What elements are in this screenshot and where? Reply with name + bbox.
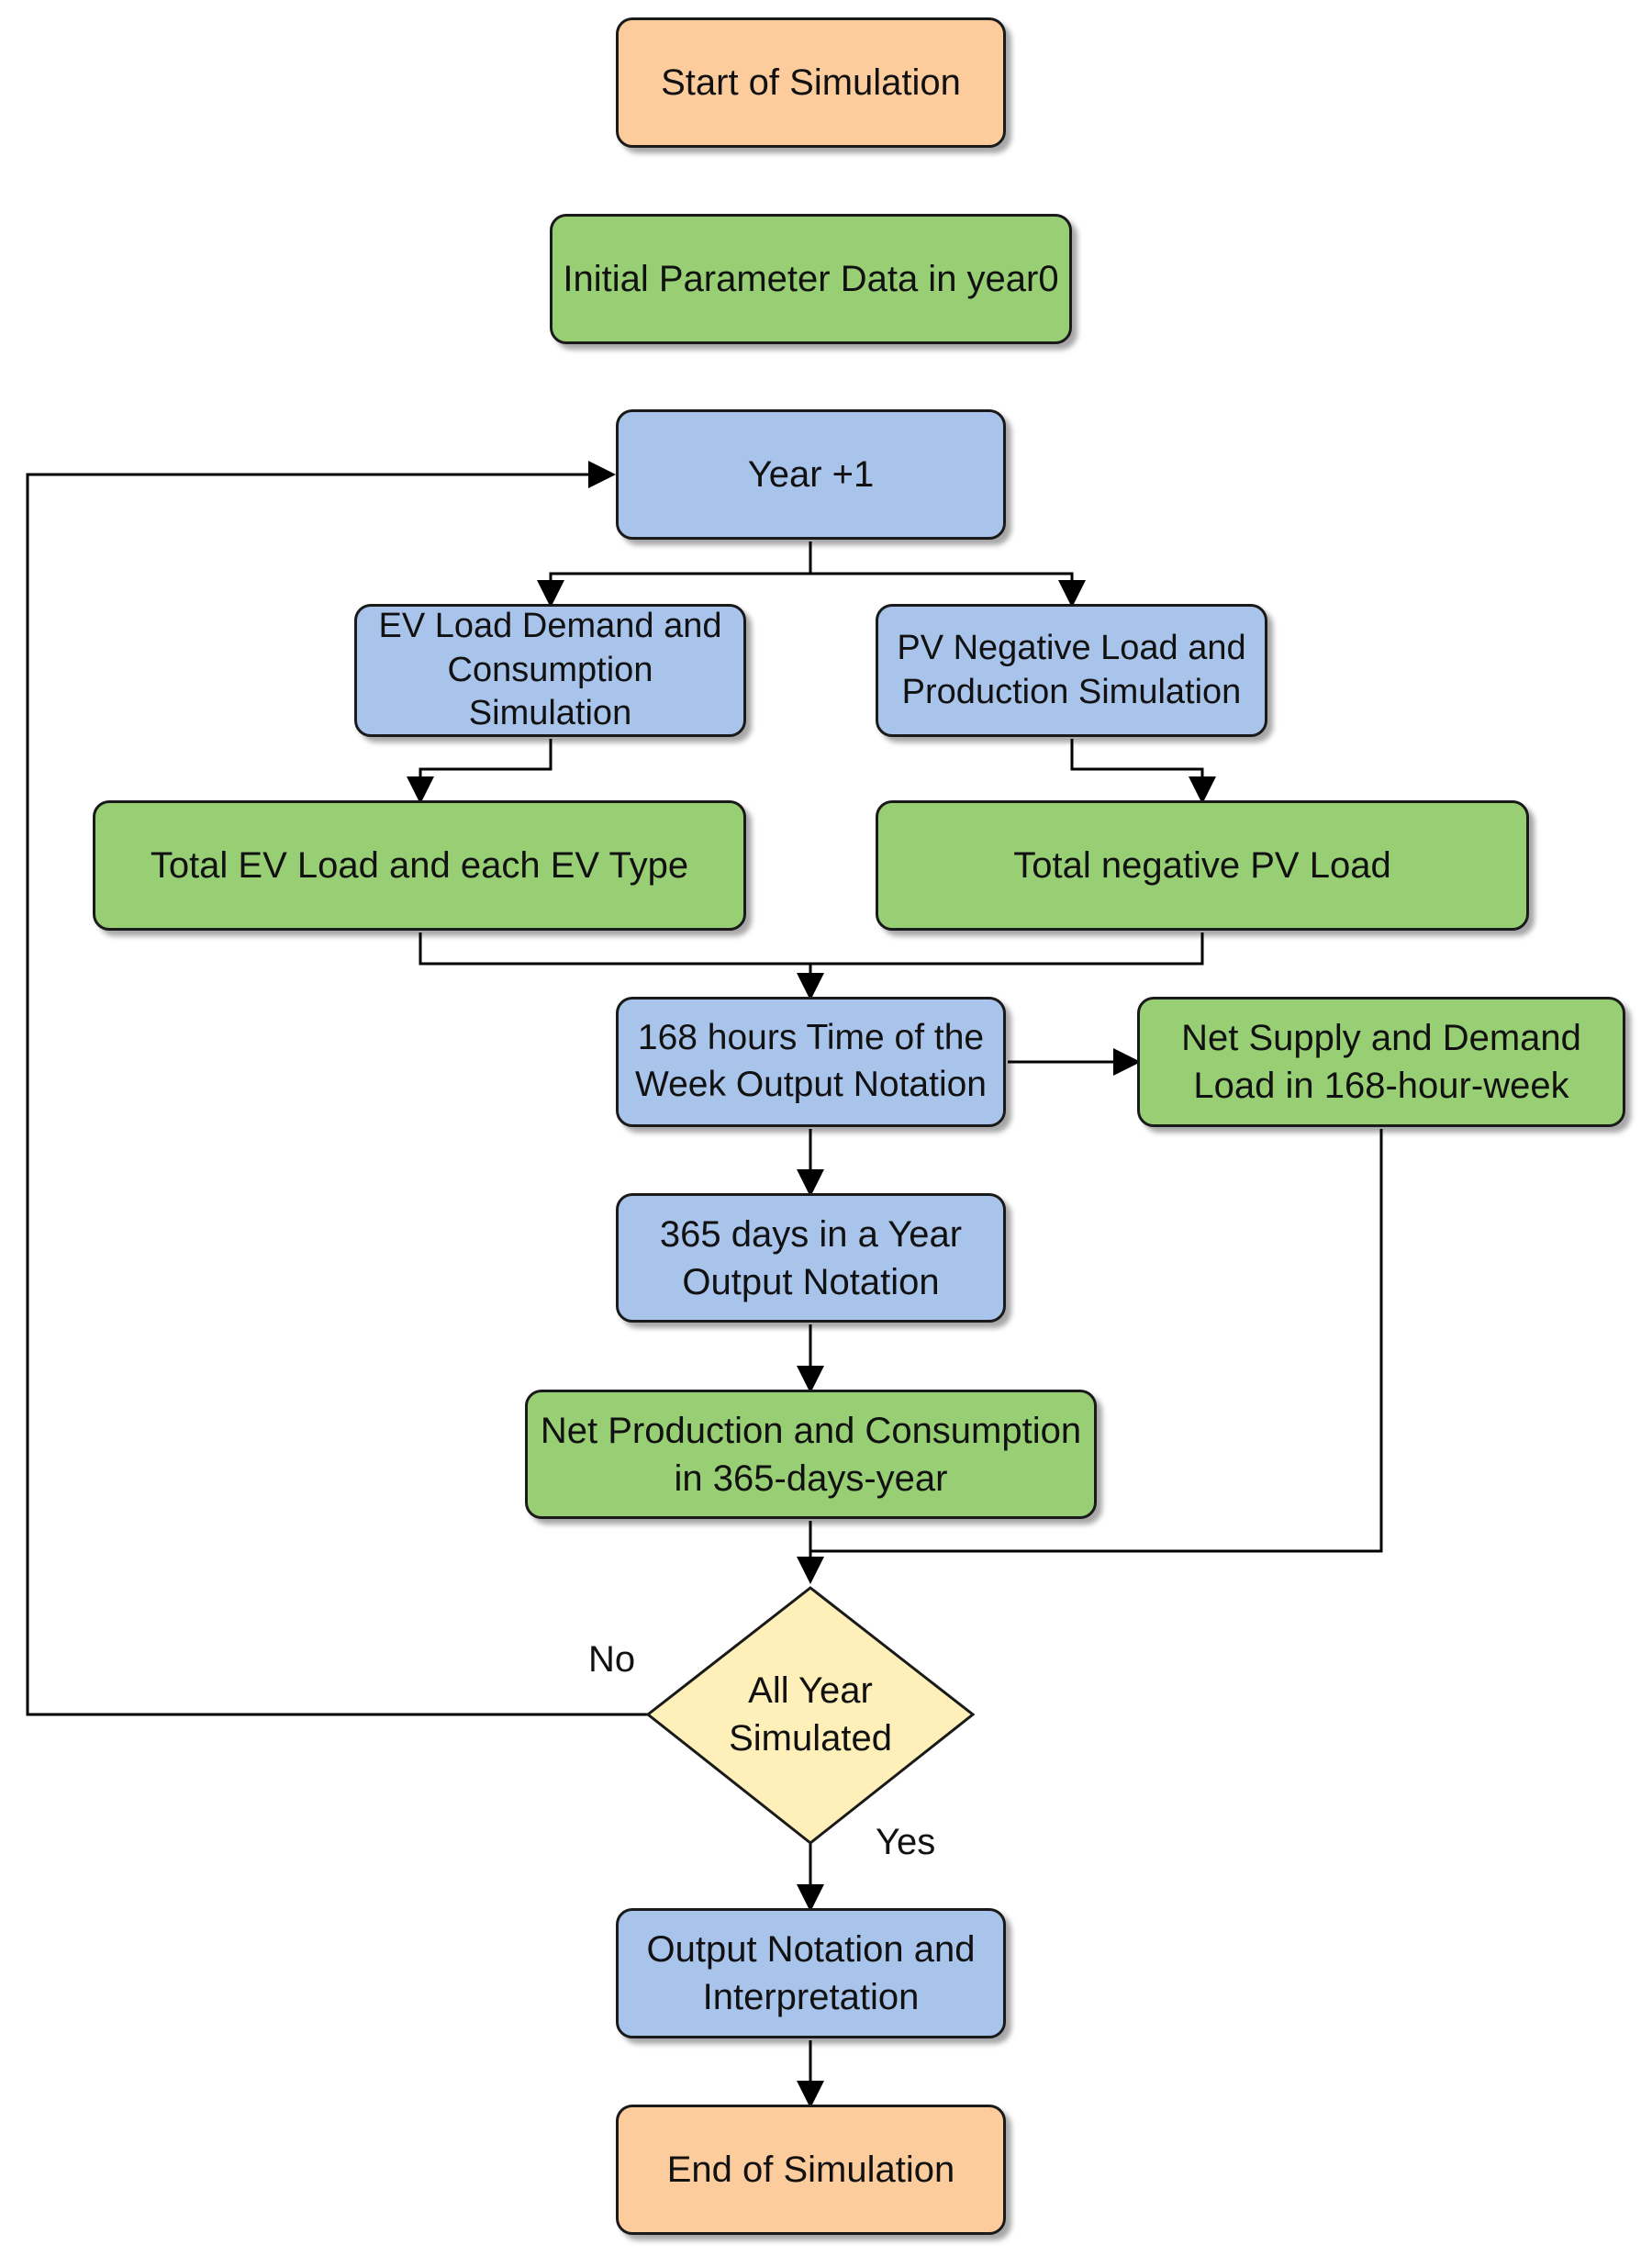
edge-year-to-pv-sim bbox=[810, 572, 1086, 608]
net-production-node: Net Production and Consumption in 365-da… bbox=[525, 1390, 1097, 1519]
year-increment-label: Year +1 bbox=[747, 454, 875, 495]
edge-pv-sim-to-total-pv bbox=[1070, 739, 1216, 804]
decision-diamond bbox=[645, 1586, 976, 1845]
pv-simulation-label: PV Negative Load and Production Simulati… bbox=[897, 629, 1246, 711]
start-node-label: Start of Simulation bbox=[661, 62, 961, 103]
output-notation-node: Output Notation and Interpretation bbox=[616, 1908, 1006, 2038]
total-pv-load-label: Total negative PV Load bbox=[1013, 845, 1391, 886]
hours-168-label: 168 hours Time of the Week Output Notati… bbox=[635, 1018, 987, 1104]
edge-totals-merge bbox=[419, 932, 1204, 966]
year-increment-node: Year +1 bbox=[616, 409, 1006, 540]
decision-text-box: All Year Simulated bbox=[708, 1652, 913, 1777]
ev-simulation-node: EV Load Demand and Consumption Simulatio… bbox=[354, 604, 746, 737]
pv-simulation-node: PV Negative Load and Production Simulati… bbox=[876, 604, 1267, 737]
days-365-label: 365 days in a Year Output Notation bbox=[659, 1213, 963, 1302]
edge-year-to-ev-sim bbox=[537, 542, 812, 608]
total-ev-load-node: Total EV Load and each EV Type bbox=[93, 800, 746, 931]
days-365-node: 365 days in a Year Output Notation bbox=[616, 1193, 1006, 1323]
end-node: End of Simulation bbox=[616, 2105, 1006, 2235]
edge-ev-sim-to-total-ev bbox=[407, 739, 553, 804]
decision-label: All Year Simulated bbox=[729, 1670, 892, 1759]
initial-parameter-node: Initial Parameter Data in year0 bbox=[550, 214, 1072, 344]
end-node-label: End of Simulation bbox=[666, 2150, 955, 2190]
total-ev-load-label: Total EV Load and each EV Type bbox=[150, 845, 689, 886]
ev-simulation-label: EV Load Demand and Consumption Simulatio… bbox=[378, 607, 722, 733]
start-node: Start of Simulation bbox=[616, 17, 1006, 148]
net-supply-demand-node: Net Supply and Demand Load in 168-hour-w… bbox=[1137, 997, 1625, 1127]
no-label: No bbox=[588, 1639, 636, 1680]
hours-168-node: 168 hours Time of the Week Output Notati… bbox=[616, 997, 1006, 1127]
initial-parameter-label: Initial Parameter Data in year0 bbox=[563, 259, 1059, 299]
net-production-label: Net Production and Consumption in 365-da… bbox=[540, 1410, 1082, 1499]
edge-net-supply-to-decision bbox=[810, 1129, 1383, 1553]
net-supply-demand-label: Net Supply and Demand Load in 168-hour-w… bbox=[1181, 1018, 1581, 1106]
edge-decision-no-to-year bbox=[26, 461, 648, 1716]
yes-label: Yes bbox=[876, 1822, 936, 1862]
output-notation-label: Output Notation and Interpretation bbox=[646, 1929, 976, 2017]
total-pv-load-node: Total negative PV Load bbox=[876, 800, 1529, 931]
